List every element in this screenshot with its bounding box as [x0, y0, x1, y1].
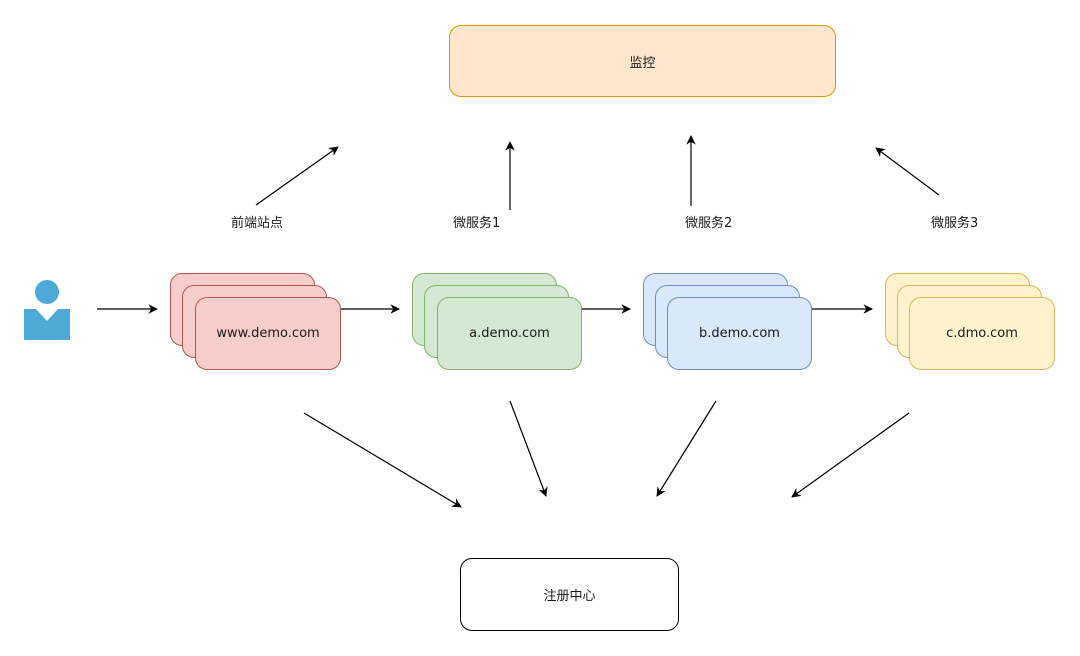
user-icon	[24, 279, 70, 341]
frontend-node[interactable]: www.demo.com	[195, 297, 341, 370]
frontend-label: www.demo.com	[216, 326, 320, 341]
monitor-node[interactable]: 监控	[449, 25, 836, 97]
arrow-b-to-registry	[656, 400, 717, 497]
registry-label: 注册中心	[543, 589, 596, 604]
arrow-a-to-registry	[509, 400, 548, 497]
service-a-label: a.demo.com	[469, 326, 550, 341]
service-a-node[interactable]: a.demo.com	[437, 297, 582, 370]
label-frontend-site: 前端站点	[231, 216, 284, 231]
registry-node[interactable]: 注册中心	[460, 558, 679, 631]
user-icon-body	[24, 309, 70, 340]
label-service-2: 微服务2	[685, 216, 733, 231]
service-c-node[interactable]: c.dmo.com	[909, 297, 1055, 370]
arrow-frontend-to-monitor	[255, 146, 339, 206]
arrow-c-to-registry	[791, 412, 910, 498]
arrow-frontend-to-registry	[303, 412, 462, 508]
user-icon-head	[35, 280, 59, 304]
service-b-label: b.demo.com	[699, 326, 780, 341]
arrow-service3-to-monitor	[875, 147, 940, 196]
service-b-node[interactable]: b.demo.com	[667, 297, 812, 370]
label-service-1: 微服务1	[453, 216, 501, 231]
service-c-label: c.dmo.com	[946, 326, 1018, 341]
label-service-3: 微服务3	[931, 216, 979, 231]
monitor-label: 监控	[629, 55, 656, 71]
